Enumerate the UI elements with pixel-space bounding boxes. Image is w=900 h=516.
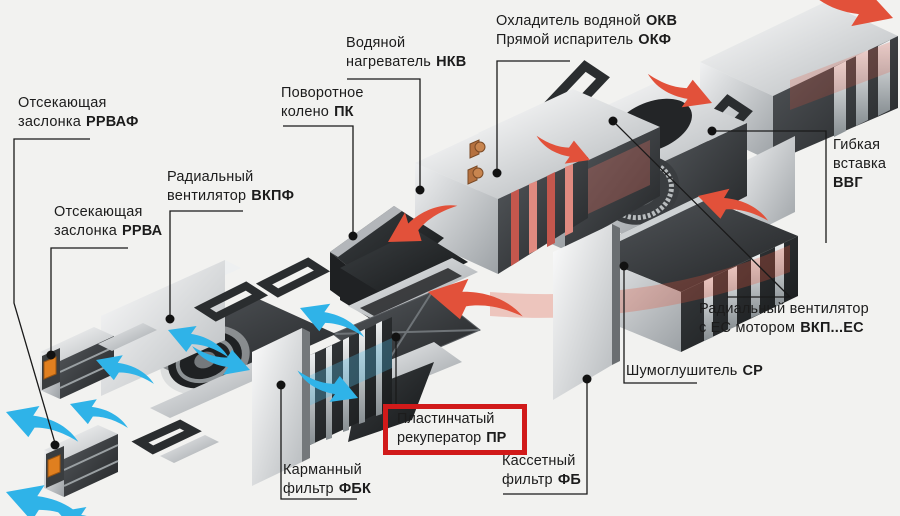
leader-nkv: [347, 78, 421, 188]
leader-rrva: [50, 247, 128, 353]
outlet-duct-unit: [700, 2, 898, 162]
leader-rrvaf: [13, 138, 90, 444]
leader-dots: [46, 116, 717, 450]
label-flexible-insert-vvg: Гибкая вставка ВВГ: [833, 137, 887, 191]
inlet-frames: [98, 323, 219, 463]
leader-okv: [496, 60, 570, 171]
leader-lines: [13, 60, 827, 500]
duct-frames: [193, 257, 331, 322]
leader-fb: [503, 381, 588, 495]
supply-fan-unit: [101, 260, 336, 418]
heater-unit: [415, 121, 588, 274]
cassette-filter-unit: [553, 224, 620, 400]
damper-rrvaf-unit: [44, 425, 119, 497]
actuator: [47, 454, 61, 478]
heater-pipes: [467, 139, 486, 185]
leader-sr: [623, 268, 697, 384]
leader-vkpf: [169, 210, 243, 317]
leader-pk: [283, 125, 354, 234]
leader-vkp-ec: [612, 120, 792, 298]
damper-rrva-unit: [40, 327, 115, 399]
leader-fbk: [280, 387, 357, 500]
leader-vvg: [712, 130, 827, 243]
